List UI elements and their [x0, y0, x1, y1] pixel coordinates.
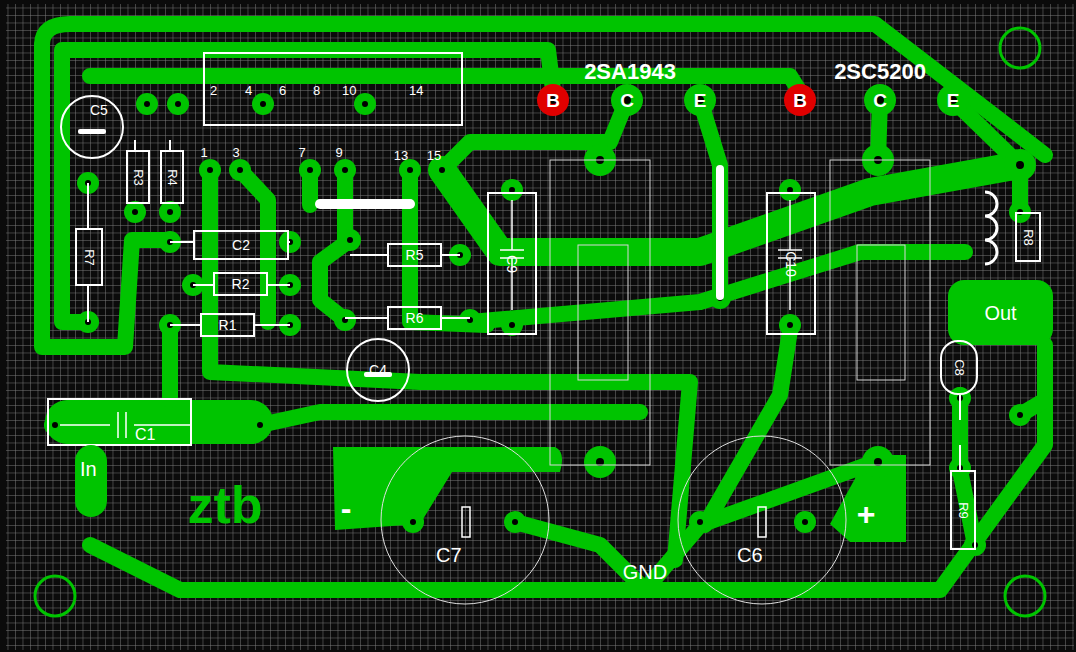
polarity-mark: + [857, 498, 876, 530]
part-label: R9 [957, 502, 970, 519]
capacitor-outline: C2 [193, 230, 289, 260]
copper-pours [45, 400, 906, 542]
pin-number: 8 [313, 84, 320, 97]
capacitor-outline: C8 [940, 340, 978, 395]
pin-name: E [694, 91, 707, 110]
part-label: R3 [132, 169, 145, 186]
silkscreen [60, 140, 997, 537]
pin-number: 7 [298, 146, 305, 159]
resistor-outline: R9 [950, 470, 976, 550]
resistor-outline: R7 [75, 228, 103, 286]
part-label: R7 [83, 249, 96, 266]
mounting-holes [35, 28, 1045, 616]
resistor-outline: R4 [160, 150, 184, 204]
part-label: R4 [166, 169, 179, 186]
copper-text: ztb [187, 479, 262, 531]
part-label: C10 [784, 251, 798, 277]
capacitor-outline: C6 [677, 435, 847, 605]
pin-name: C [873, 91, 887, 110]
capacitor-circle [380, 435, 550, 605]
pin-number: 10 [342, 84, 356, 97]
capacitor-outline: C4 [346, 338, 410, 402]
part-label: C6 [737, 545, 763, 565]
part-label: C5 [90, 103, 108, 117]
capacitor-outline: C5 [60, 95, 124, 159]
part-number: 2SC5200 [834, 61, 926, 83]
pin-number: 1 [200, 146, 207, 159]
capacitor-outline: C9 [487, 192, 537, 335]
part-label: R6 [406, 311, 424, 325]
copper-traces [42, 24, 1045, 590]
resistor-outline: R3 [126, 150, 150, 204]
capacitor-outline-circle [61, 96, 123, 158]
resistor-outline: R5 [387, 243, 442, 267]
capacitor-circle [677, 435, 847, 605]
part-number: 2SA1943 [584, 61, 676, 83]
capacitor-outline-circle [678, 436, 846, 604]
pin-number: 14 [409, 84, 423, 97]
pin-name: C [620, 91, 634, 110]
part-label: R1 [219, 318, 237, 332]
part-label: In [80, 459, 97, 479]
part-label: R2 [232, 277, 250, 291]
capacitor-outline-circle [347, 339, 409, 401]
capacitor-outline: C1 [47, 398, 192, 446]
grid [6, 4, 1074, 650]
part-label: Out [984, 303, 1016, 323]
resistor-outline: R1 [200, 313, 255, 337]
polarity-mark: - [341, 492, 352, 524]
resistor-outline: R2 [213, 272, 268, 296]
part-label: C1 [135, 427, 155, 443]
part-label: R8 [1022, 229, 1035, 246]
pin-number: 9 [335, 146, 342, 159]
pin-name: E [947, 91, 960, 110]
capacitor-outline: C10 [766, 192, 816, 335]
capacitor-outline-circle [381, 436, 549, 604]
net-name: GND [623, 562, 667, 582]
pin-number: 2 [210, 84, 217, 97]
capacitor-outline: C7 [380, 435, 550, 605]
part-label: R5 [406, 248, 424, 262]
output-pad: Out [948, 280, 1053, 345]
pin-number: 13 [394, 149, 408, 162]
pin-name: B [546, 91, 560, 110]
part-label: C7 [436, 545, 462, 565]
input-pad: In [75, 445, 107, 517]
resistor-outline: R6 [387, 306, 442, 330]
part-label: C4 [369, 363, 387, 377]
pin-name: B [793, 91, 807, 110]
part-label: C2 [232, 238, 250, 252]
part-label: C8 [953, 359, 966, 376]
pin-number: 15 [427, 149, 441, 162]
resistor-outline: R8 [1015, 212, 1041, 262]
pin-number: 3 [232, 146, 239, 159]
part-label: C9 [505, 255, 519, 273]
ic-outline: 2 4 6 8 10 14 [203, 52, 463, 126]
pin-number: 4 [245, 84, 252, 97]
polarity-bar [78, 129, 106, 134]
pin-number: 6 [279, 84, 286, 97]
